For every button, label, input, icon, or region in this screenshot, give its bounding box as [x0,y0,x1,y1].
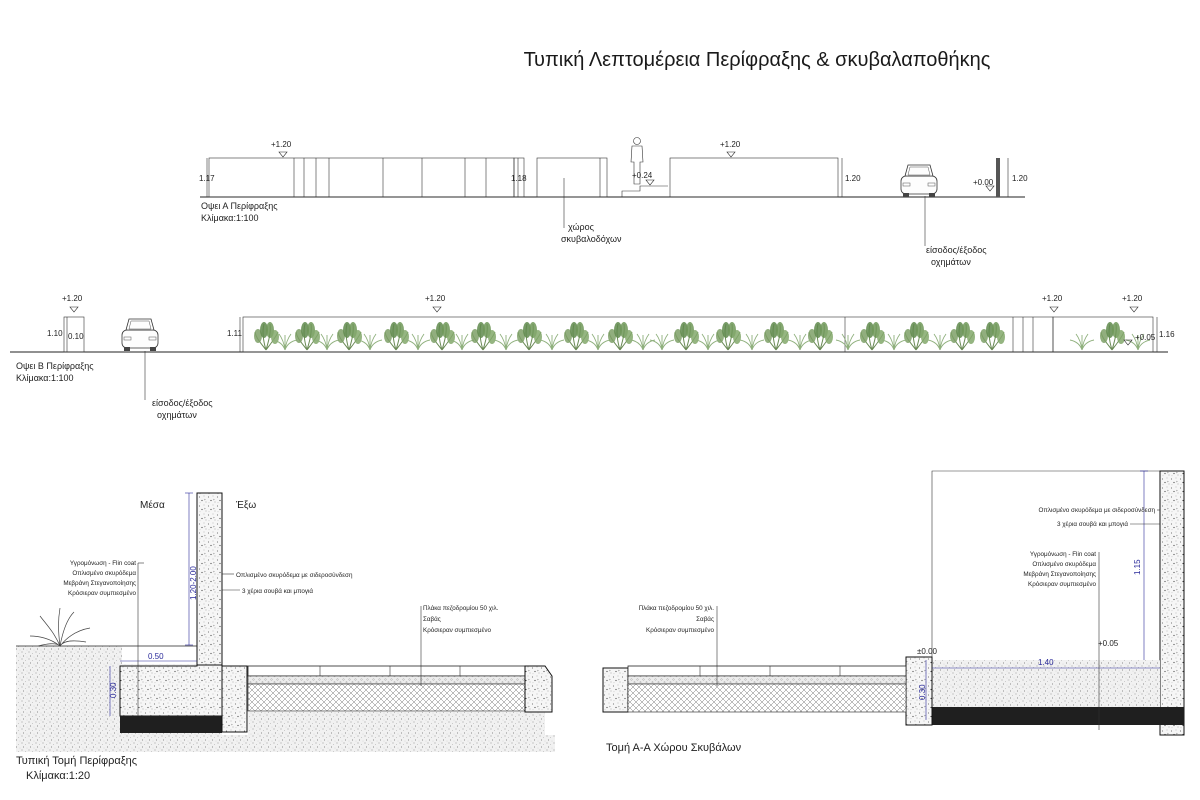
label-inside: Μέσα [140,499,165,511]
layer-label: Υγρομόνωση - Flin coat [70,559,136,567]
dimension-label: 1.20 [1012,174,1028,183]
level-label: +1.20 [425,294,446,303]
dimension-label: 0.30 [109,682,118,698]
layer-label: 3 χέρια σουβά και μπογιά [1057,520,1128,528]
level-label: +0.05 [1135,333,1156,342]
callout-vehicle-line1: είσοδος/έξοδος [152,398,213,408]
layer-label: Οπλισμένο σκυρόδεμα [1032,560,1096,568]
layer-label: Κρόσιεραν συμπιεσμένο [68,589,136,597]
section-bins-caption: Τομή Α-Α Χώρου Σκυβάλων [606,742,742,754]
dimension-label: 1.17 [199,174,215,183]
level-label: ±0.00 [917,647,938,656]
level-label: +1.20 [1122,294,1143,303]
dimension-label: 1.18 [511,174,527,183]
car-icon [121,318,159,352]
car-icon [900,164,938,198]
level-label: +1.20 [1042,294,1063,303]
dimension-label: 0.10 [68,332,84,341]
callout-bins-line1: χώρος [568,222,595,232]
layer-label: Μεβράνη Στεγανοποίησης [63,579,136,587]
layer-label: Κρόσιεραν συμπιεσμένο [1028,580,1096,588]
callout-vehicle-line2: οχημάτων [157,410,197,420]
callout-vehicle-line1: είσοδος/έξοδος [926,245,987,255]
section-fence-caption: Τυπική Τομή Περίφραξης [16,755,137,767]
layer-label: 3 χέρια σουβά και μπογιά [242,587,313,595]
drawing-title: Τυπική Λεπτομέρεια Περίφραξης & σκυβαλαπ… [524,49,991,71]
layer-label: Πλάκα πεζοδρομίου 50 χιλ. [423,604,499,612]
elevation-a-name: Οψει Α Περίφραξης [201,201,278,211]
elevation-b-scale: Κλίμακα:1:100 [16,373,74,383]
level-label: +1.20 [720,140,741,149]
dimension-label: 1.40 [1038,658,1054,667]
level-label: +0.00 [973,178,994,187]
callout-bins-line2: σκυβαλοδόχων [561,234,622,244]
elevation-b: +1.20 +1.20 +1.20 +1.20 +0.05 1.10 0.10 … [10,294,1175,420]
layer-label: Πλάκα πεζοδρομίου 50 χιλ. [639,604,715,612]
dimension-label: 0.30 [918,684,927,700]
elevation-b-name: Οψει Β Περίφραξης [16,361,94,371]
dimension-label: 1.15 [1133,559,1142,575]
layer-label: Κρόσιεραν συμπιεσμένο [646,626,714,634]
layer-label: Μεβράνη Στεγανοποίησης [1023,570,1096,578]
elevation-a-scale: Κλίμακα:1:100 [201,213,259,223]
layer-label: Υγρομόνωση - Flin coat [1030,550,1096,558]
layer-label: Σαβάς [423,615,441,623]
dimension-label: 1.16 [1159,330,1175,339]
elevation-a: +1.20 +1.20 +0.00 +0.24 1.17 1.18 1.20 1… [199,137,1028,267]
callout-vehicle-line2: οχημάτων [931,257,971,267]
dimension-label: 1.20-2.00 [189,566,198,600]
layer-label: Οπλισμένο σκυρόδεμα [72,569,136,577]
layer-label: Σαβάς [696,615,714,623]
level-label: +1.20 [62,294,83,303]
level-label: +0.05 [1098,639,1119,648]
layer-label: Κρόσιεραν συμπιεσμένο [423,626,491,634]
plant-icon [29,607,91,647]
dimension-label: 0.50 [148,652,164,661]
layer-label: Οπλισμένο σκυρόδεμα με σιδεροσύνδεση [236,571,353,579]
person-figure [630,137,644,185]
dimension-label: 1.10 [47,329,63,338]
section-fence-scale: Κλίμακα:1:20 [26,770,90,782]
layer-label: Οπλισμένο σκυρόδεμα με σιδεροσύνδεση [1039,506,1156,514]
level-label: +0.24 [632,171,653,180]
section-fence: Μέσα Έξω 1.20-2.00 0.50 0.30 Υγρομόνωση … [16,492,555,782]
level-label: +1.20 [271,140,292,149]
section-bins: 1.15 1.40 0.30 ±0.00 +0.05 Οπλισμένο σκυ… [602,470,1185,754]
dimension-label: 1.11 [227,329,243,338]
dimension-label: 1.20 [845,174,861,183]
plants [253,321,1151,351]
label-outside: Έξω [235,500,256,511]
